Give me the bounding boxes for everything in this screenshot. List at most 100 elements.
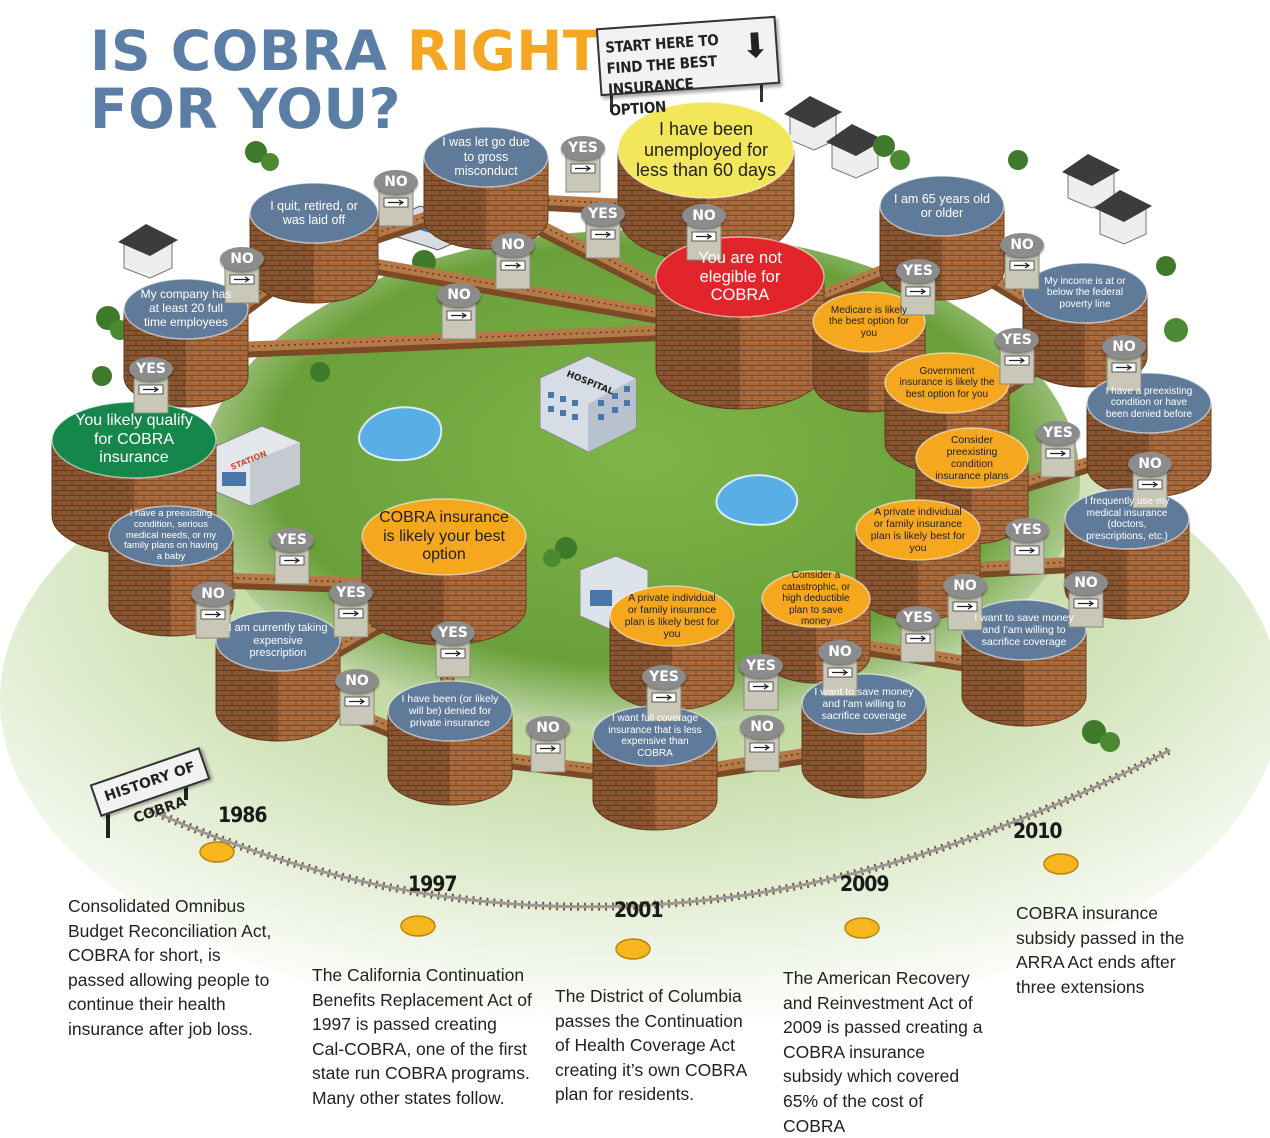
edge-label-no: NO [335,669,379,693]
tower-top [609,585,735,647]
node-text: I quit, retired, or was laid off [270,198,358,227]
tower-top [108,505,234,567]
title-part: IS COBRA [90,19,407,83]
timeline-event: The American Recovery and Reinvestment A… [783,968,983,1136]
station: STATION [211,425,301,507]
arrow-right-icon [910,635,927,642]
node-qualify: You likely qualify for COBRA insurance [60,406,208,474]
railroad-track [148,746,1172,911]
house [826,124,884,179]
arrow-right-icon [451,312,468,319]
arrow-right-icon [753,683,770,690]
arrow-right-icon [505,262,522,269]
node-consider_preexisting: Consider preexisting condition insurance… [922,431,1023,485]
node-text: I have a preexisting condition, serious … [123,507,218,563]
sign-post [760,80,763,102]
node-frequently: I frequently use my medical insurance (d… [1071,492,1183,546]
tree [1082,720,1106,744]
node-age65: I am 65 years old or older [886,179,998,233]
edge-label-no: NO [943,574,987,598]
edge-label-yes: YES [1005,518,1049,542]
edge-label-yes: YES [739,654,783,678]
edge-label-no: NO [437,283,481,307]
arrow-right-icon [1116,364,1133,371]
node-text: My income is at or below the federal pov… [1044,275,1126,310]
tower-cobra_best [361,498,527,646]
arrow-right-icon [540,745,557,752]
node-text: Medicare is likely the best option for y… [828,304,910,339]
node-quit: I quit, retired, or was laid off [256,186,371,240]
house [1094,190,1152,245]
timeline-year: 1986 [218,803,268,827]
node-text: I want full coverage insurance that is l… [608,713,702,759]
arrow-right-icon [832,669,849,676]
arrow-right-icon [696,233,713,240]
node-text: COBRA insurance is likely your best opti… [379,509,509,564]
arrow-right-icon [1142,481,1159,488]
node-private_center: A private individual or family insurance… [616,589,728,643]
tower-top [879,175,1005,237]
tree [1008,150,1028,170]
house [784,96,842,151]
edge-label-yes: YES [431,621,475,645]
node-text: I want to save money and I'am willing to… [814,685,914,723]
node-company: My company has at least 20 full time emp… [130,282,242,336]
edge-label-no: NO [740,715,784,739]
arrow-right-icon [205,611,222,618]
timeline-year: 2010 [1013,819,1063,843]
node-government: Government insurance is likely the best … [891,356,1003,410]
timeline-event: The California Continuation Benefits Rep… [312,965,532,1108]
node-start: I have been unemployed for less than 60 … [627,107,785,193]
tower-top [617,101,795,199]
node-income: My income is at or below the federal pov… [1029,266,1141,320]
edge-label-yes: YES [329,581,373,605]
tower-prescription [215,610,341,742]
house [118,224,178,279]
tower-shade [856,530,918,620]
start-sign: START HERE TO FIND THE BEST INSURANCE OP… [595,15,781,120]
tower-shade [362,537,444,645]
node-save_right: I want to save money and I'am willing to… [968,603,1080,657]
arrow-right-icon [910,288,927,295]
tower-shade [216,641,278,741]
timeline-year: 2001 [614,898,664,922]
timeline-marker [400,915,436,937]
edge-label-yes: YES [896,606,940,630]
tower-top [387,680,513,742]
node-text: My company has at least 20 full time emp… [140,287,232,329]
page-title: IS COBRA RIGHT FOR YOU? [90,22,601,138]
timeline-event: COBRA insurance subsidy passed in the AR… [1016,903,1185,997]
arrow-right-icon [1078,600,1095,607]
sign-post [610,90,613,112]
node-text: Government insurance is likely the best … [899,365,995,400]
node-text: I frequently use my medical insurance (d… [1084,496,1170,542]
node-full_coverage: I want full coverage insurance that is l… [599,709,711,763]
edge-label-yes: YES [896,259,940,283]
tower-shade [618,150,706,262]
node-denied_private: I have been (or likely will be) denied f… [394,684,506,738]
tower-shade [250,213,314,303]
node-text: Consider a catastrophic, or high deducti… [781,570,851,628]
tree [873,135,895,157]
timeline-marker [1043,853,1079,875]
tower-gross [423,126,549,250]
node-preexisting_baby: I have a preexisting condition, serious … [115,507,227,563]
timeline-marker [615,938,651,960]
arrow-right-icon [957,603,974,610]
title-accent: RIGHT [406,19,601,83]
tower-shade [388,711,450,805]
node-text: A private individual or family insurance… [870,505,966,555]
tower-quit [249,182,379,304]
arrow-right-icon [754,744,771,751]
tree [890,150,910,170]
node-preexisting_denied: I have a preexisting condition or have b… [1093,376,1205,430]
arrow-right-icon [575,165,592,172]
timeline-year: 2009 [840,872,890,896]
timeline-event: Consolidated Omnibus Budget Reconciliati… [68,896,272,1039]
node-prescription: I am currently taking expensive prescrip… [222,614,334,668]
node-cobra_best: COBRA insurance is likely your best opti… [370,503,518,571]
edge-label-no: NO [682,204,726,228]
tower-top [812,291,926,353]
